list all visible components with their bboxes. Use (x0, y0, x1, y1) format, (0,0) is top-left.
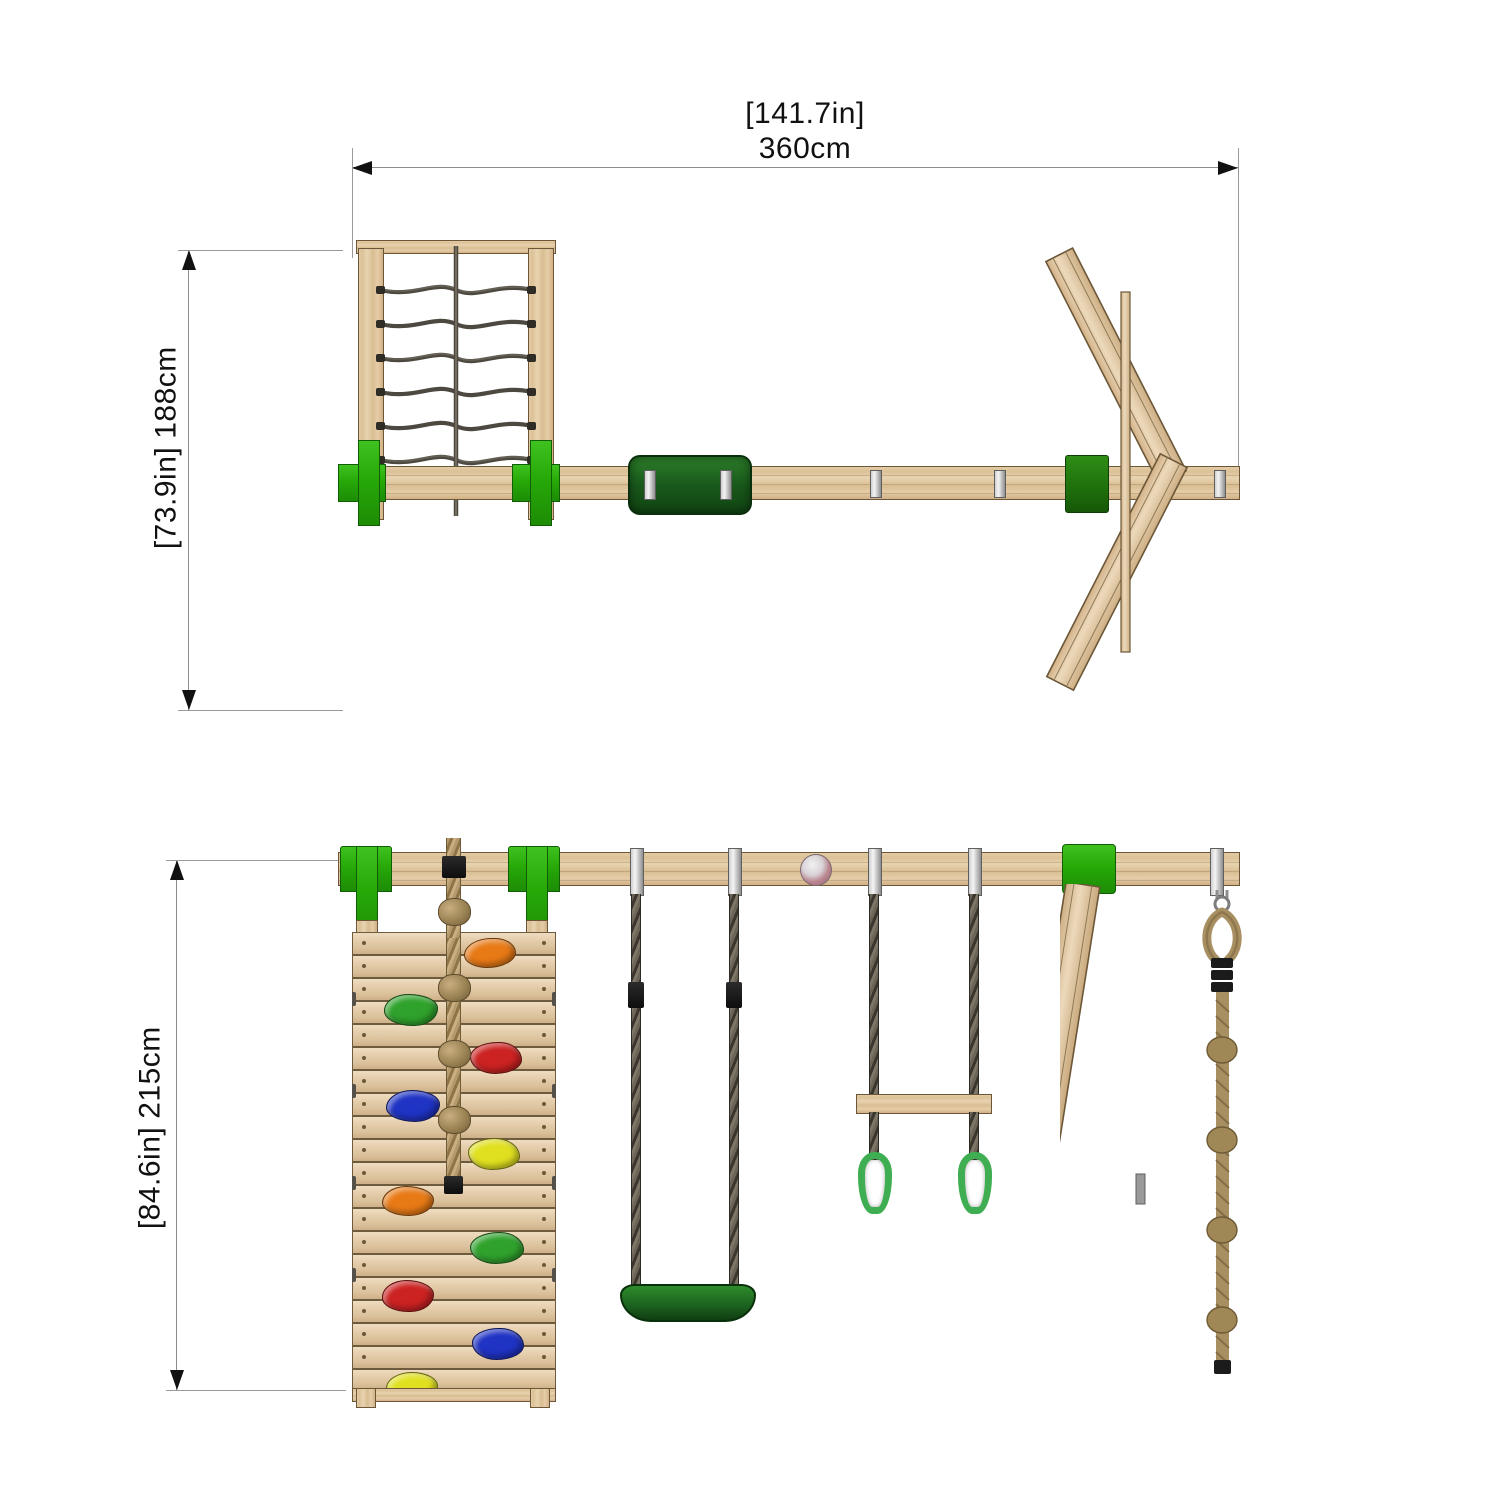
gym-ring-left (858, 1152, 892, 1214)
climbing-hold (384, 994, 438, 1026)
overall-width-dimension-label: [141.7in] 360cm (640, 96, 970, 167)
front-wall-foot-left (356, 1388, 376, 1408)
front-a-frame-leg (984, 880, 1200, 1404)
rope-knot (438, 1106, 471, 1134)
top-hanger-2 (994, 470, 1006, 498)
height-dimension-line (176, 860, 177, 1390)
top-depth-dimension-label: [73.9in] 188cm (148, 298, 183, 598)
beam-decal-icon (800, 854, 832, 886)
trapeze-hanger-1 (868, 848, 882, 896)
trapeze-ring-strap-left (869, 1112, 879, 1160)
depth-ext-line-top (178, 250, 343, 251)
front-rope-top-knot (438, 898, 471, 926)
swing-hanger-2 (728, 848, 742, 896)
front-climbing-rope (1192, 890, 1252, 1390)
width-ext-line-left (352, 148, 353, 258)
climbing-hold (468, 1138, 520, 1170)
a-frame-leg-svg (984, 880, 1146, 1398)
width-ext-line-right (1238, 148, 1239, 488)
climbing-hold (464, 938, 516, 968)
climbing-hold (470, 1232, 524, 1264)
top-post-right-plan (530, 440, 552, 526)
overall-width-cm: 360cm (758, 132, 852, 166)
climbing-rope-svg (1202, 890, 1242, 1374)
wall-fixings (352, 941, 556, 1359)
height-ext-line-bottom (166, 1390, 346, 1391)
rope-knot (438, 974, 471, 1002)
height-arrow-top (170, 860, 184, 880)
climbing-hold (472, 1328, 524, 1360)
top-a-frame (1040, 238, 1270, 708)
climbing-hold (386, 1090, 440, 1122)
trapeze-ring-strap-right (969, 1112, 979, 1160)
top-seat-rope-left (644, 470, 656, 500)
front-climbing-wall (352, 928, 556, 1402)
front-wall-base-rail (352, 1388, 556, 1402)
top-view-group: [141.7in] 360cm [73.9in] 188cm (148, 96, 1270, 711)
rope-knot (438, 1040, 471, 1068)
overall-width-inches: [141.7in] (745, 97, 865, 130)
climbing-hold (470, 1042, 522, 1074)
climbing-hold (382, 1186, 434, 1216)
width-dimension-line (352, 167, 1238, 168)
top-a-frame-svg (1044, 246, 1189, 692)
trapeze-rope-right (969, 894, 979, 1094)
swing-rope-right (729, 894, 739, 1294)
top-post-left-plan (358, 440, 380, 526)
top-depth-cm: 188cm (149, 346, 183, 439)
front-height-dimension-label: [84.6in] 215cm (132, 978, 167, 1278)
swing-rope-left (631, 894, 641, 1294)
front-view-group: [84.6in] 215cm (0, 790, 1500, 1500)
width-arrow-right (1218, 161, 1238, 175)
swing-hanger-1 (630, 848, 644, 896)
trapeze-hanger-2 (968, 848, 982, 896)
depth-arrow-bottom (182, 690, 196, 710)
rope-rungs (356, 240, 556, 520)
depth-ext-line-bottom (178, 710, 343, 711)
rope-end-binding (444, 1176, 463, 1194)
top-seat-rope-right (720, 470, 732, 500)
swing-rope-adjuster-right (726, 982, 742, 1008)
rope-rungs-svg (376, 246, 536, 516)
trapeze-rope-left (869, 894, 879, 1094)
swing-seat (620, 1284, 756, 1322)
climbing-hold (382, 1280, 434, 1312)
top-hanger-1 (870, 470, 882, 498)
width-arrow-left (352, 161, 372, 175)
gym-ring-right (958, 1152, 992, 1214)
depth-arrow-top (182, 250, 196, 270)
height-arrow-bottom (170, 1370, 184, 1390)
front-rope-clamp (442, 856, 466, 878)
front-wall-foot-right (530, 1388, 550, 1408)
top-a-frame-bracket (1065, 455, 1109, 513)
trapeze-bar (856, 1094, 992, 1114)
depth-dimension-line (188, 250, 189, 710)
top-depth-inches: [73.9in] (149, 446, 183, 550)
swing-rope-adjuster-left (628, 982, 644, 1008)
front-height-inches: [84.6in] (133, 1126, 167, 1230)
top-hanger-3 (1214, 470, 1226, 498)
rope-hanger (1210, 848, 1224, 896)
front-height-cm: 215cm (133, 1026, 167, 1119)
height-ext-line-top (166, 860, 346, 861)
